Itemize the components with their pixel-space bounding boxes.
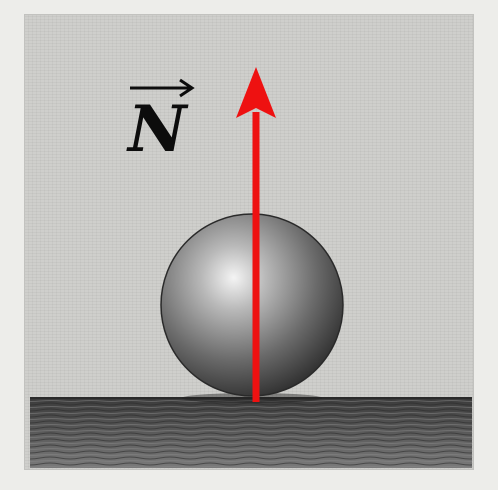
sphere-shadow: [182, 393, 322, 403]
normal-force-arrow: [236, 67, 276, 402]
sphere: [160, 213, 344, 397]
vector-arrow-icon: [130, 78, 195, 98]
vector-symbol-label: N: [128, 92, 187, 167]
ground-surface: [30, 397, 472, 468]
